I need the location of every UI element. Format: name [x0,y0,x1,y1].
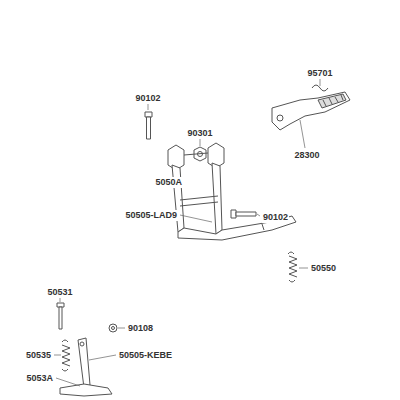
callout-number: 50505-KEBE [118,350,173,361]
callout-number: 50505-LAD9 [124,210,178,221]
callout-number: 50531 [46,287,73,298]
bolt [57,303,64,329]
callout-number: 5050A [154,177,183,188]
callout-number: 95701 [306,68,333,79]
callout-number: 28300 [293,150,320,161]
leader-lines [54,79,320,386]
main-stand [168,143,296,240]
callout-number: 50550 [310,263,337,274]
spring [62,340,70,371]
callout-number: 90301 [186,128,213,139]
stand-pedal [272,92,350,130]
bolt [145,112,152,139]
callout-number: 5053A [25,373,54,384]
side-stand [60,338,112,396]
spring [288,252,297,282]
washer [109,324,117,332]
bolt [231,210,256,218]
callout-number: 50535 [25,350,52,361]
callout-number: 90102 [134,93,161,104]
callout-number: 90102 [262,212,289,223]
callout-number: 90108 [127,323,154,334]
